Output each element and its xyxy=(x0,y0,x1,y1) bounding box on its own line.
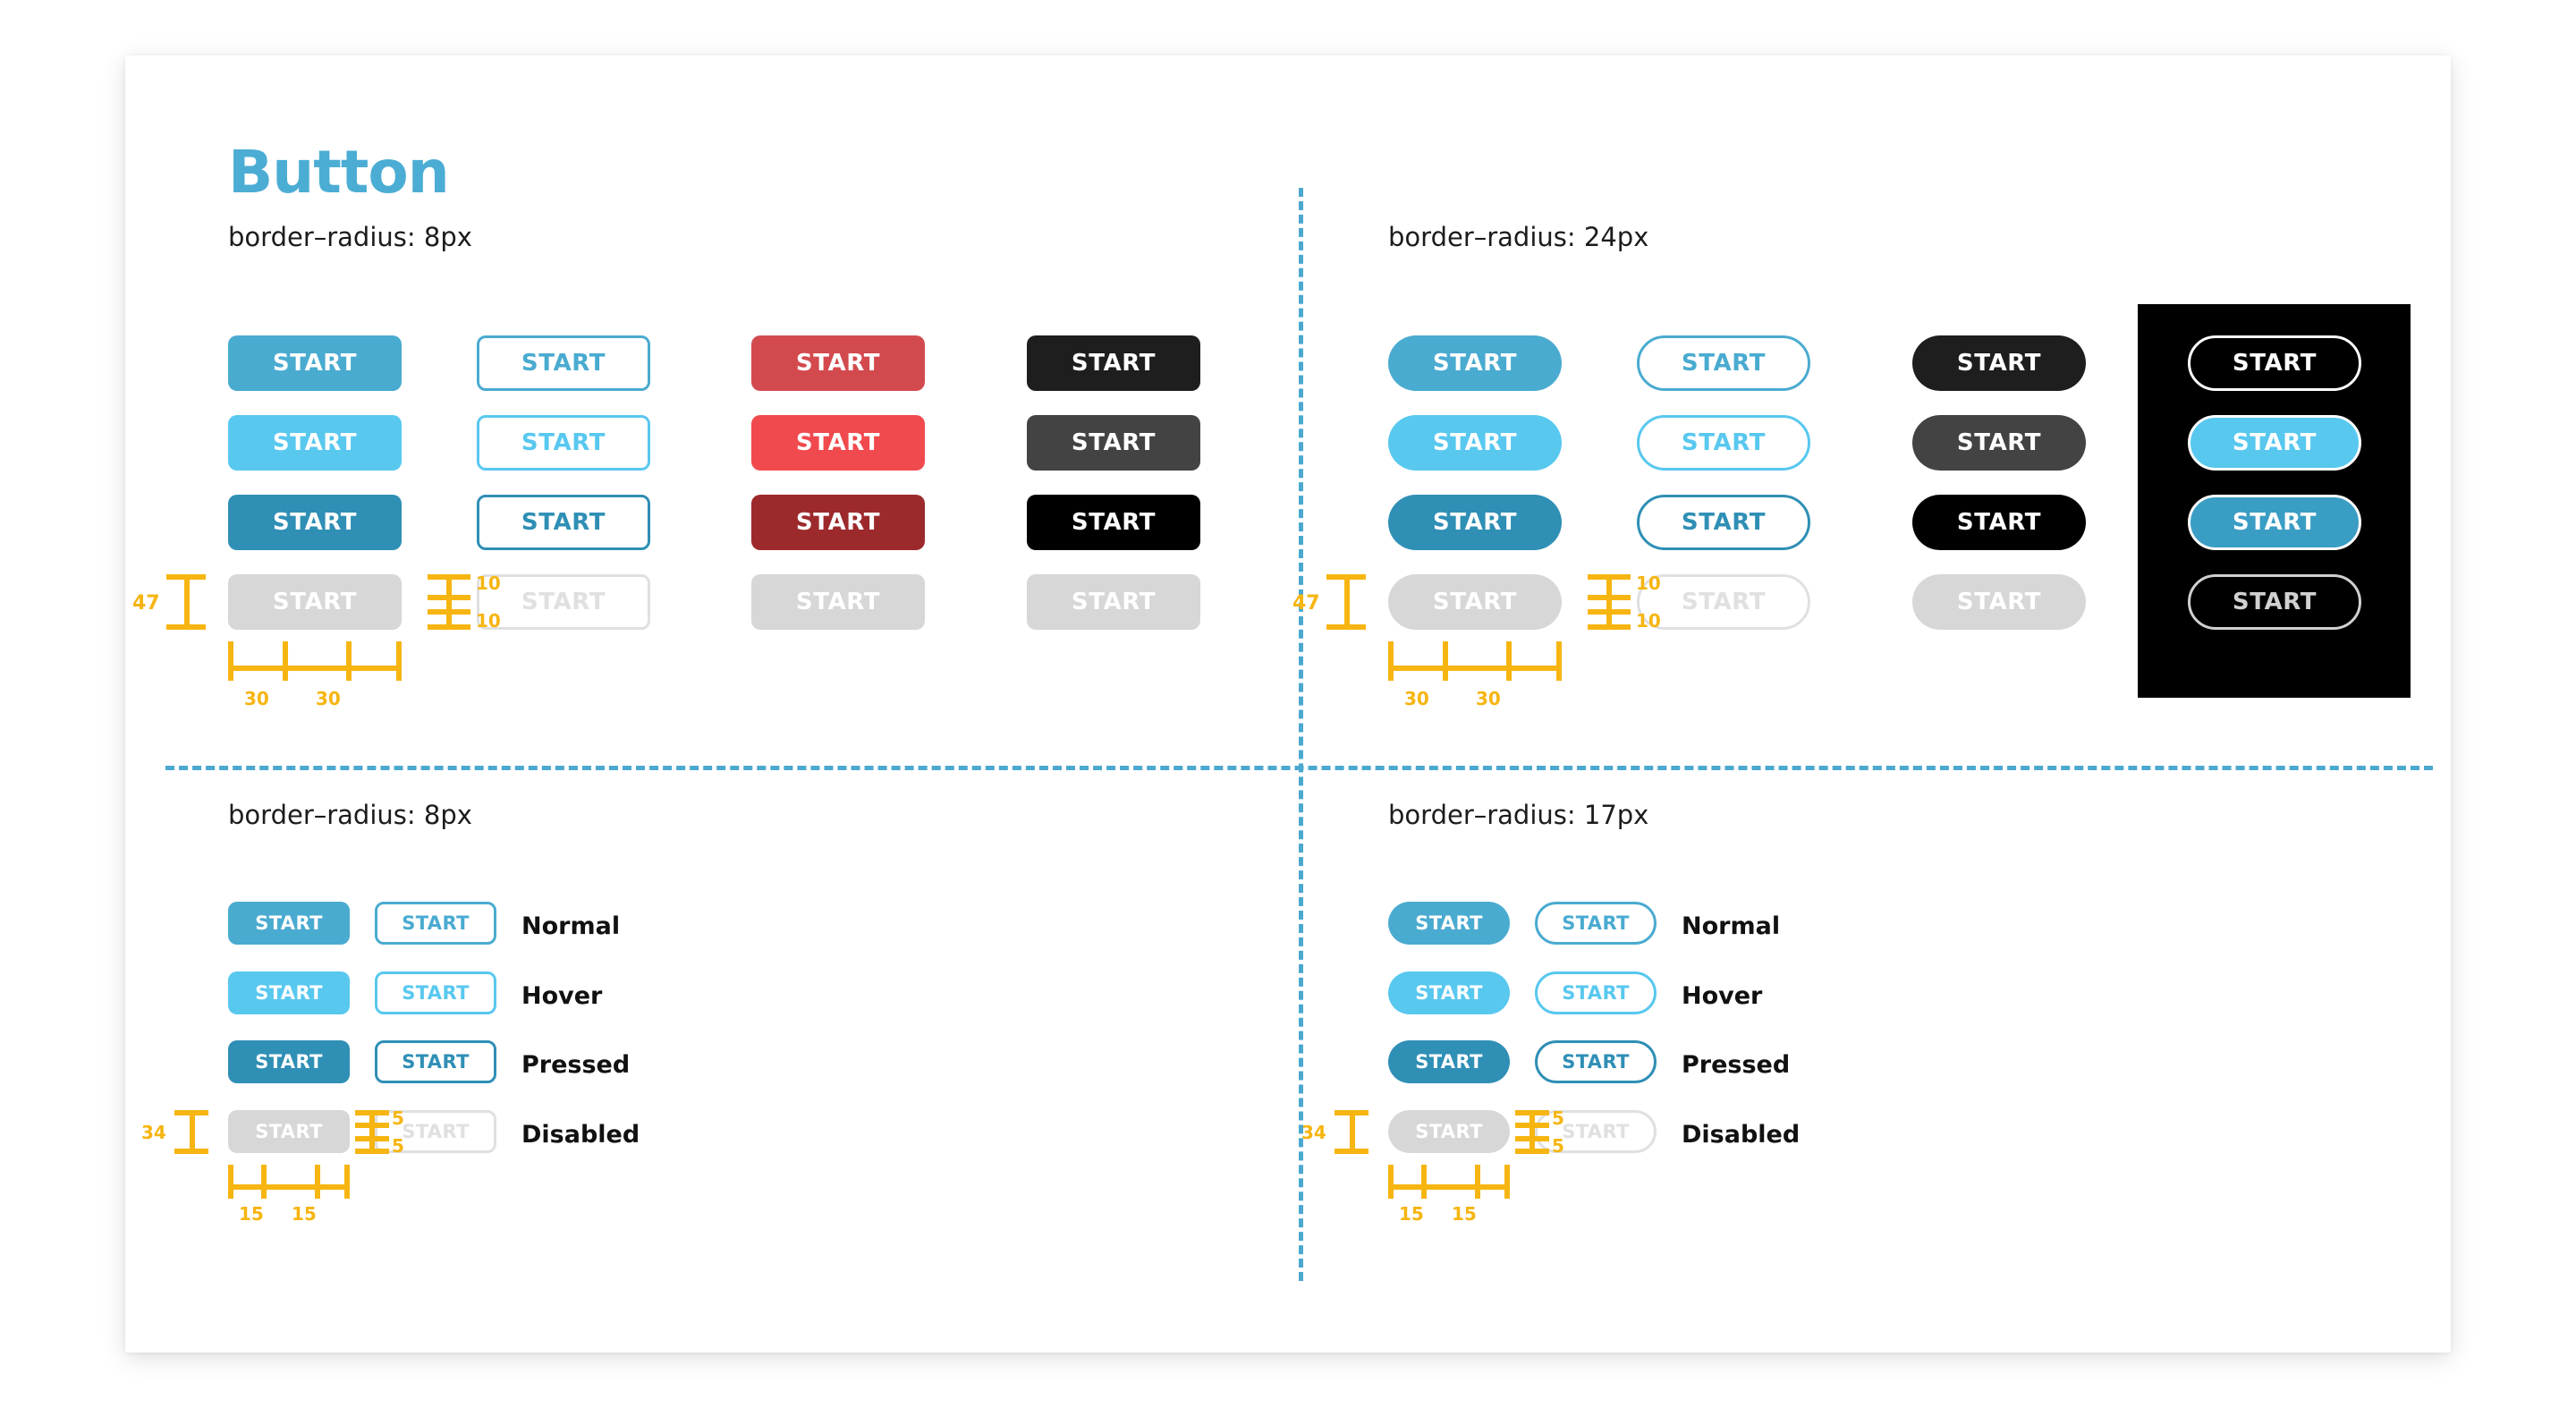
annotation-value-pad-right: 15 xyxy=(1452,1203,1477,1225)
annotation-value-pad-bottom: 10 xyxy=(476,610,501,632)
button-pill-dark-disabled: START xyxy=(1912,574,2086,630)
annotation-value-pad-top: 5 xyxy=(392,1107,404,1129)
button-onblack-disabled: START xyxy=(2188,574,2361,630)
state-label-hover: Hover xyxy=(1682,982,1763,1010)
button-dark-hover[interactable]: START xyxy=(1027,415,1200,471)
annotation-value-height: 34 xyxy=(141,1122,166,1143)
state-label-normal: Normal xyxy=(521,912,621,940)
button-danger-pressed[interactable]: START xyxy=(751,495,925,550)
button-sm-pill-filled-pressed[interactable]: START xyxy=(1388,1040,1510,1083)
button-dark-pressed[interactable]: START xyxy=(1027,495,1200,550)
button-sm-filled-hover[interactable]: START xyxy=(228,971,350,1014)
page-title: Button xyxy=(228,138,450,207)
state-label-pressed: Pressed xyxy=(1682,1051,1791,1079)
button-sm-outlined-normal[interactable]: START xyxy=(375,902,496,945)
annotation-value-pad-bottom: 10 xyxy=(1636,610,1661,632)
annotation-value-pad-left: 30 xyxy=(244,688,269,709)
dark-theme-panel: START START START START xyxy=(2138,304,2411,698)
spec-card: Button border–radius: 8px START START ST… xyxy=(125,55,2451,1353)
button-onblack-hover[interactable]: START xyxy=(2188,415,2361,471)
section-label-bottom-left: border–radius: 8px xyxy=(228,800,472,830)
button-sm-filled-pressed[interactable]: START xyxy=(228,1040,350,1083)
button-pill-filled-disabled: START xyxy=(1388,574,1562,630)
button-outlined-hover[interactable]: START xyxy=(477,415,650,471)
state-label-hover: Hover xyxy=(521,982,603,1010)
section-label-top-right: border–radius: 24px xyxy=(1388,222,1649,252)
button-dark-normal[interactable]: START xyxy=(1027,335,1200,391)
state-label-disabled: Disabled xyxy=(1682,1121,1801,1149)
button-outlined-pressed[interactable]: START xyxy=(477,495,650,550)
annotation-value-pad-bottom: 5 xyxy=(1552,1135,1564,1157)
button-sm-pill-filled-disabled: START xyxy=(1388,1110,1510,1153)
annotation-value-pad-left: 15 xyxy=(239,1203,264,1225)
section-label-top-left: border–radius: 8px xyxy=(228,222,472,252)
button-filled-pressed[interactable]: START xyxy=(228,495,402,550)
button-pill-outlined-disabled: START xyxy=(1637,574,1810,630)
annotation-value-pad-right: 15 xyxy=(292,1203,317,1225)
annotation-value-height: 34 xyxy=(1301,1122,1326,1143)
button-pill-outlined-hover[interactable]: START xyxy=(1637,415,1810,471)
button-filled-hover[interactable]: START xyxy=(228,415,402,471)
button-filled-disabled: START xyxy=(228,574,402,630)
annotation-value-pad-left: 30 xyxy=(1404,688,1429,709)
button-pill-filled-normal[interactable]: START xyxy=(1388,335,1562,391)
button-sm-outlined-disabled: START xyxy=(375,1110,496,1153)
annotation-value-pad-left: 15 xyxy=(1399,1203,1424,1225)
button-dark-disabled: START xyxy=(1027,574,1200,630)
annotation-value-height: 47 xyxy=(132,592,160,615)
button-sm-pill-filled-normal[interactable]: START xyxy=(1388,902,1510,945)
button-danger-normal[interactable]: START xyxy=(751,335,925,391)
button-sm-outlined-pressed[interactable]: START xyxy=(375,1040,496,1083)
state-label-pressed: Pressed xyxy=(521,1051,631,1079)
button-sm-pill-outlined-hover[interactable]: START xyxy=(1535,971,1657,1014)
button-pill-dark-pressed[interactable]: START xyxy=(1912,495,2086,550)
button-pill-outlined-normal[interactable]: START xyxy=(1637,335,1810,391)
button-sm-pill-filled-hover[interactable]: START xyxy=(1388,971,1510,1014)
button-outlined-normal[interactable]: START xyxy=(477,335,650,391)
annotation-value-pad-right: 30 xyxy=(1476,688,1501,709)
button-onblack-pressed[interactable]: START xyxy=(2188,495,2361,550)
vertical-divider xyxy=(1299,188,1303,1281)
button-filled-normal[interactable]: START xyxy=(228,335,402,391)
button-pill-dark-normal[interactable]: START xyxy=(1912,335,2086,391)
button-pill-filled-hover[interactable]: START xyxy=(1388,415,1562,471)
button-danger-disabled: START xyxy=(751,574,925,630)
horizontal-divider xyxy=(165,766,2433,770)
button-pill-dark-hover[interactable]: START xyxy=(1912,415,2086,471)
annotation-value-pad-top: 10 xyxy=(1636,573,1661,594)
state-label-normal: Normal xyxy=(1682,912,1781,940)
button-pill-filled-pressed[interactable]: START xyxy=(1388,495,1562,550)
button-sm-pill-outlined-disabled: START xyxy=(1535,1110,1657,1153)
button-outlined-disabled: START xyxy=(477,574,650,630)
annotation-value-pad-bottom: 5 xyxy=(392,1135,404,1157)
button-onblack-normal[interactable]: START xyxy=(2188,335,2361,391)
annotation-value-height: 47 xyxy=(1292,592,1320,615)
button-sm-filled-normal[interactable]: START xyxy=(228,902,350,945)
annotation-value-pad-top: 5 xyxy=(1552,1107,1564,1129)
button-pill-outlined-pressed[interactable]: START xyxy=(1637,495,1810,550)
button-sm-pill-outlined-pressed[interactable]: START xyxy=(1535,1040,1657,1083)
annotation-value-pad-top: 10 xyxy=(476,573,501,594)
button-sm-pill-outlined-normal[interactable]: START xyxy=(1535,902,1657,945)
state-label-disabled: Disabled xyxy=(521,1121,640,1149)
button-danger-hover[interactable]: START xyxy=(751,415,925,471)
button-sm-filled-disabled: START xyxy=(228,1110,350,1153)
annotation-value-pad-right: 30 xyxy=(316,688,341,709)
section-label-bottom-right: border–radius: 17px xyxy=(1388,800,1649,830)
button-sm-outlined-hover[interactable]: START xyxy=(375,971,496,1014)
